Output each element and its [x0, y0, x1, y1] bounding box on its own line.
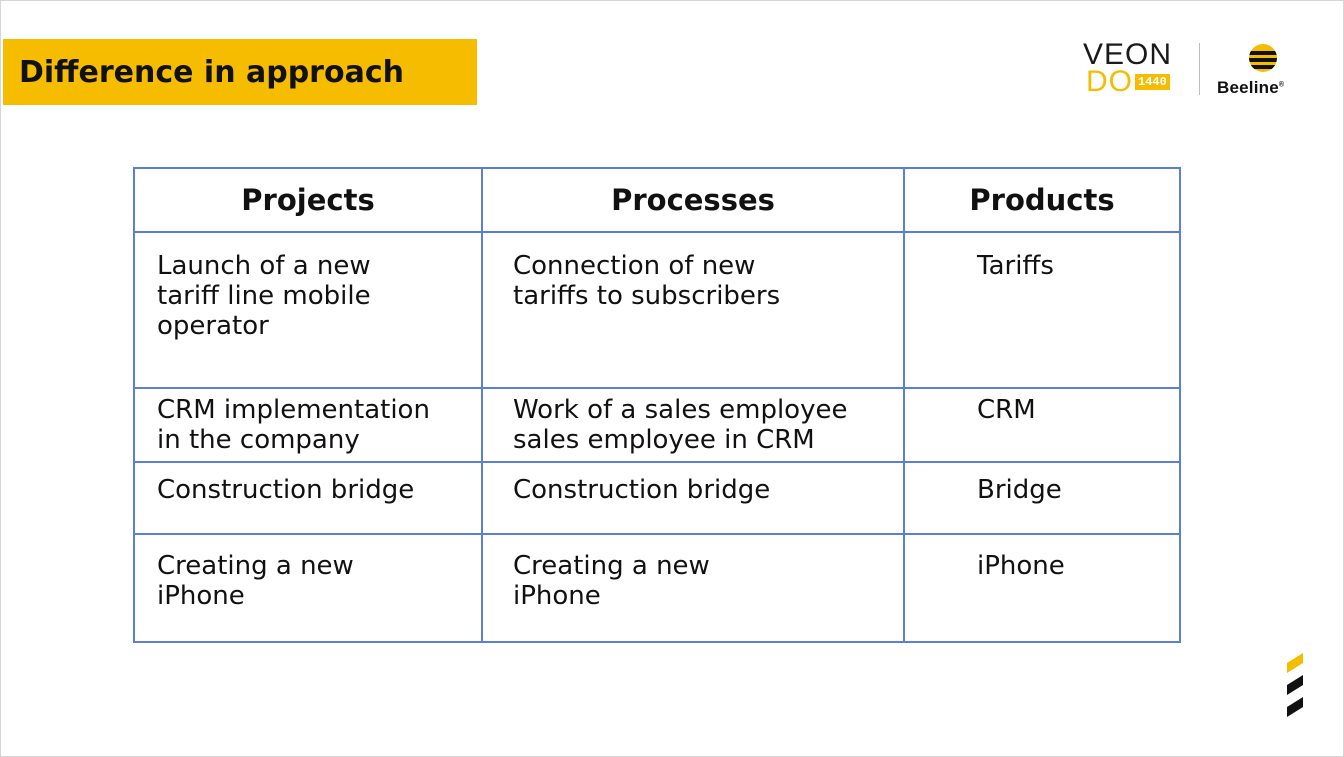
- beeline-ball-icon: [1249, 44, 1277, 72]
- table-row: Creating a new iPhone Creating a new iPh…: [133, 533, 1181, 643]
- process-cell-text: Creating a new iPhone: [513, 551, 710, 611]
- table-row: Construction bridge Construction bridge …: [133, 461, 1181, 535]
- process-cell: Construction bridge: [481, 461, 905, 535]
- product-cell: iPhone: [903, 533, 1181, 643]
- project-cell-text: Launch of a new tariff line mobile opera…: [157, 251, 371, 341]
- process-cell-text: Construction bridge: [513, 475, 771, 505]
- project-cell: Construction bridge: [133, 461, 483, 535]
- do-1440-badge: 1440: [1135, 74, 1170, 90]
- project-cell: Creating a new iPhone: [133, 533, 483, 643]
- product-cell-text: Bridge: [977, 475, 1062, 505]
- beeline-registered-mark: ®: [1278, 81, 1285, 89]
- project-cell: Launch of a new tariff line mobile opera…: [133, 231, 483, 389]
- product-cell-text: CRM: [977, 395, 1036, 425]
- header-products: Products: [903, 167, 1181, 233]
- process-cell: Work of a sales employee sales employee …: [481, 387, 905, 463]
- table-row: Launch of a new tariff line mobile opera…: [133, 231, 1181, 389]
- product-cell-text: iPhone: [977, 551, 1065, 581]
- brand-stripes-icon: [1287, 653, 1303, 717]
- veon-logo: VEON: [1083, 38, 1173, 71]
- header-projects: Projects: [133, 167, 483, 233]
- project-cell-text: CRM implementation in the company: [157, 395, 430, 455]
- slide-title: Difference in approach: [19, 55, 404, 90]
- do-logo-text: DO: [1086, 65, 1133, 98]
- table-header-row: Projects Processes Products: [133, 167, 1181, 233]
- approach-table: Projects Processes Products Launch of a …: [133, 167, 1181, 643]
- product-cell: CRM: [903, 387, 1181, 463]
- table-row: CRM implementation in the company Work o…: [133, 387, 1181, 463]
- title-bar: Difference in approach: [3, 39, 477, 105]
- process-cell: Creating a new iPhone: [481, 533, 905, 643]
- project-cell: CRM implementation in the company: [133, 387, 483, 463]
- process-cell-text: Work of a sales employee sales employee …: [513, 395, 848, 455]
- beeline-wordmark: Beeline: [1217, 78, 1279, 97]
- product-cell: Bridge: [903, 461, 1181, 535]
- process-cell-text: Connection of new tariffs to subscribers: [513, 251, 781, 311]
- process-cell: Connection of new tariffs to subscribers: [481, 231, 905, 389]
- project-cell-text: Creating a new iPhone: [157, 551, 354, 611]
- logo-divider: [1199, 43, 1200, 95]
- product-cell: Tariffs: [903, 231, 1181, 389]
- header-processes: Processes: [481, 167, 905, 233]
- project-cell-text: Construction bridge: [157, 475, 415, 505]
- product-cell-text: Tariffs: [977, 251, 1054, 281]
- beeline-logo-text: Beeline®: [1217, 78, 1284, 98]
